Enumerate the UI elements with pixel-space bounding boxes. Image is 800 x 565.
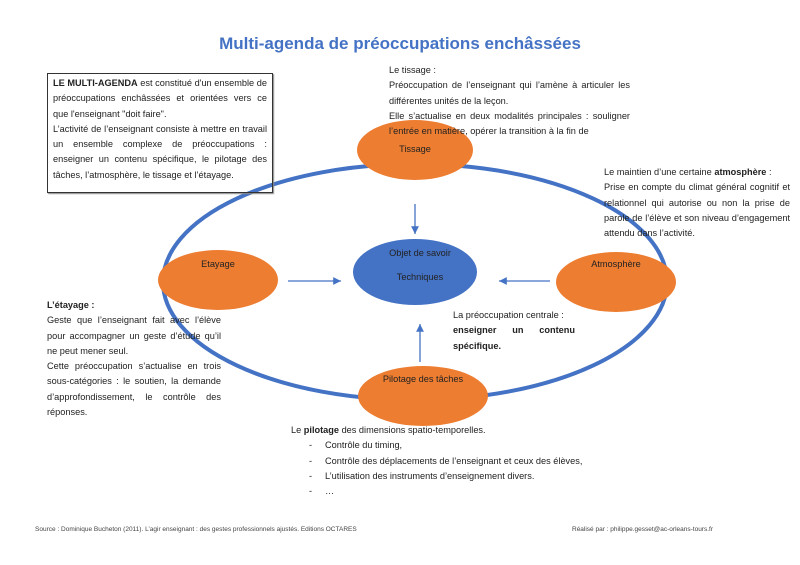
node-center-label-2: Techniques xyxy=(396,272,444,282)
etayage-p1: Geste que l’enseignant fait avec l’élève… xyxy=(47,315,221,356)
list-item: … xyxy=(291,484,611,500)
pilotage-list: Contrôle du timing, Contrôle des déplace… xyxy=(291,438,611,499)
tissage-heading: Le tissage : xyxy=(389,65,436,75)
node-etayage xyxy=(158,250,278,310)
atmosphere-post: : xyxy=(766,167,772,177)
pilotage-bold: pilotage xyxy=(303,425,340,435)
pilotage-heading: Le pilotage des dimensions spatio-tempor… xyxy=(291,423,611,438)
tissage-description: Le tissage : Préoccupation de l’enseigna… xyxy=(389,63,630,139)
pilotage-description: Le pilotage des dimensions spatio-tempor… xyxy=(291,423,611,500)
central-pre: La préoccupation centrale : xyxy=(453,310,564,320)
tissage-p1: Préoccupation de l’enseignant qui l’amèn… xyxy=(389,80,630,106)
intro-text: est constitué d'un ensemble de préoccupa… xyxy=(53,78,267,119)
node-tissage xyxy=(357,120,473,180)
pilotage-pre: Le xyxy=(291,425,304,435)
node-center xyxy=(353,239,477,305)
node-tissage-label: Tissage xyxy=(399,144,431,154)
intro-bold: LE MULTI-AGENDA xyxy=(53,78,138,88)
list-item: Contrôle des déplacements de l’enseignan… xyxy=(291,454,611,470)
page-title: Multi-agenda de préoccupations enchâssée… xyxy=(219,34,581,53)
atmosphere-description: Le maintien d’une certaine atmosphère : … xyxy=(604,165,790,241)
etayage-p2: Cette préoccupation s’actualise en trois… xyxy=(47,361,221,418)
atmosphere-bold: atmosphère xyxy=(714,167,767,177)
atmosphere-pre: Le maintien d’une certaine xyxy=(604,167,715,177)
intro-paragraph-2: L’activité de l’enseignant consiste à me… xyxy=(53,123,267,180)
node-pilotage xyxy=(358,366,488,426)
atmosphere-heading: Le maintien d’une certaine atmosphère : xyxy=(604,165,790,180)
etayage-description: L’étayage : Geste que l’enseignant fait … xyxy=(47,298,221,420)
footer-source: Source : Dominique Bucheton (2011). L’ag… xyxy=(35,526,357,533)
intro-paragraph-1: LE MULTI-AGENDA est constitué d'un ensem… xyxy=(53,76,267,122)
central-description: La préoccupation centrale : enseigner un… xyxy=(453,308,575,354)
pilotage-post: des dimensions spatio-temporelles. xyxy=(339,425,486,435)
intro-box: LE MULTI-AGENDA est constitué d'un ensem… xyxy=(47,73,273,193)
node-etayage-label: Etayage xyxy=(201,259,235,269)
list-item: L’utilisation des instruments d’enseigne… xyxy=(291,469,611,485)
central-bold: enseigner un contenu spécifique. xyxy=(453,325,575,351)
node-pilotage-label: Pilotage des tâches xyxy=(382,374,464,384)
tissage-p2: Elle s’actualise en deux modalités princ… xyxy=(389,110,630,137)
node-atmosphere-label: Atmosphère xyxy=(591,259,641,269)
node-atmosphere xyxy=(556,252,676,312)
list-item: Contrôle du timing, xyxy=(291,438,611,454)
footer-author: Réalisé par : philippe.gesset@ac-orleans… xyxy=(572,526,713,533)
atmosphere-p1: Prise en compte du climat général cognit… xyxy=(604,182,790,239)
etayage-heading: L’étayage : xyxy=(47,300,95,310)
node-center-label-1: Objet de savoir xyxy=(389,248,451,258)
